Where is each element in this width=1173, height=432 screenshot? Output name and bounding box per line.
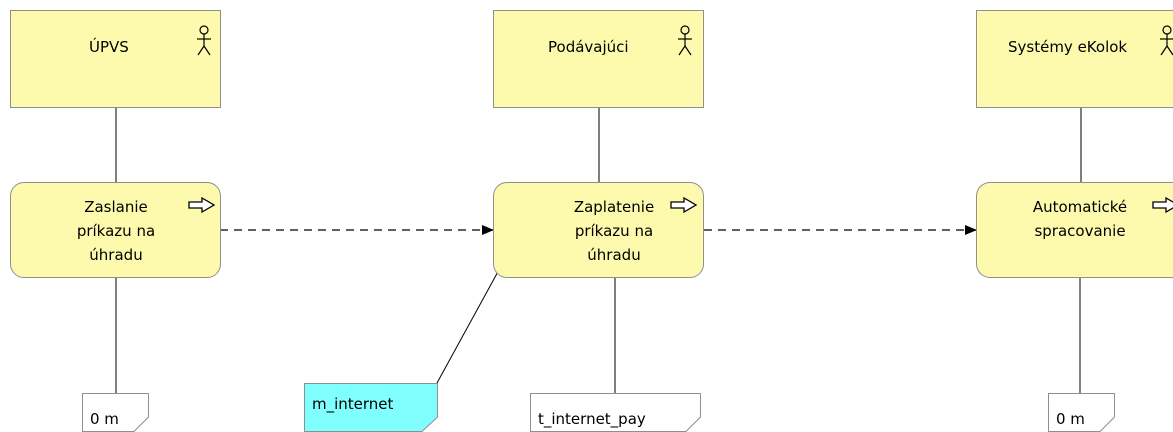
process-label: Automatické spracovanie (1032, 198, 1128, 240)
process-arrow-icon (1152, 197, 1173, 213)
process-automaticke[interactable]: Automatické spracovanie (976, 182, 1173, 278)
tag-shape (1048, 393, 1115, 432)
actor-icon (197, 25, 211, 56)
actor-systemy-ekolok[interactable]: Systémy eKolok (976, 10, 1173, 108)
actor-label: Podávajúci (548, 38, 629, 56)
tag-label: 0 m (1056, 410, 1085, 428)
process-zaplatenie[interactable]: Zaplatenie príkazu na úhradu (493, 182, 704, 278)
tag-label: m_internet (312, 395, 394, 413)
tag-shape (530, 393, 701, 432)
actor-podavajuci[interactable]: Podávajúci (493, 10, 704, 108)
time-tag[interactable]: 0 m (1048, 393, 1115, 432)
actor-label: ÚPVS (89, 38, 129, 56)
process-label: Zaplatenie príkazu na úhradu (573, 198, 655, 264)
actor-icon (678, 25, 692, 56)
process-label: Zaslanie príkazu na úhradu (76, 198, 156, 264)
actor-label: Systémy eKolok (1008, 38, 1128, 56)
time-tag[interactable]: 0 m (82, 393, 149, 432)
tag-label: 0 m (90, 410, 119, 428)
tag-shape (82, 393, 149, 432)
tag-label: t_internet_pay (538, 410, 646, 428)
process-zaslanie[interactable]: Zaslanie príkazu na úhradu (10, 182, 221, 278)
medium-tag[interactable]: m_internet (304, 383, 438, 432)
process-arrow-icon (670, 197, 698, 213)
tag-shape (304, 383, 438, 432)
time-tag[interactable]: t_internet_pay (530, 393, 701, 432)
actor-icon (1160, 25, 1173, 56)
actor-upvs[interactable]: ÚPVS (10, 10, 221, 108)
link-zaplatenie-medium (436, 267, 501, 384)
process-arrow-icon (188, 197, 216, 213)
